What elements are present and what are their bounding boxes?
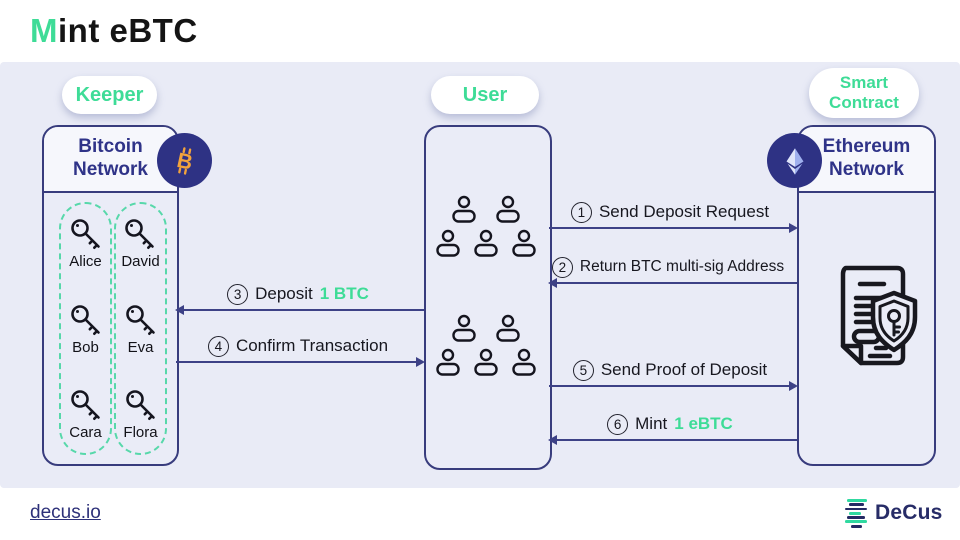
keeper-name: David <box>121 253 160 270</box>
step-number: 5 <box>572 359 594 381</box>
arrow-send-proof-of-deposit <box>549 381 798 391</box>
step-number: 1 <box>570 201 592 223</box>
arrow-confirm-transaction <box>176 357 425 367</box>
arrowhead-left-icon <box>548 278 557 288</box>
step-number: 2 <box>551 256 573 278</box>
step-number: 6 <box>607 413 629 435</box>
key-icon <box>68 302 104 338</box>
user-box <box>424 125 552 470</box>
brand-name: DeCus <box>875 501 943 525</box>
step-text: Deposit <box>255 284 313 303</box>
step-text: Confirm Transaction <box>235 336 389 355</box>
keeper-key-group-1: Alice Bob Cara <box>59 202 112 455</box>
decus-io-link[interactable]: decus.io <box>30 502 101 523</box>
arrowhead-right-icon <box>789 381 798 391</box>
decus-logo: DeCus <box>840 499 943 528</box>
person-icon <box>448 193 480 225</box>
keeper-name: Eva <box>127 338 154 356</box>
bitcoin-icon: B <box>157 133 212 188</box>
keeper-name: Flora <box>123 424 158 441</box>
arrow-mint-ebtc <box>548 435 797 445</box>
keeper-pill: Keeper <box>62 76 157 114</box>
arrow-label-6: 6 Mint 1 eBTC <box>535 411 805 437</box>
keeper-name: Alice <box>69 253 102 270</box>
keeper-david: David <box>121 216 160 270</box>
arrow-label-5: 5 Send Proof of Deposit <box>535 357 805 383</box>
step-highlight: 1 eBTC <box>674 414 733 433</box>
arrow-return-multisig-address <box>548 278 797 288</box>
smart-contract-pill-label: Smart Contract <box>829 72 899 112</box>
person-icon <box>508 227 540 259</box>
page-title: Mint eBTC <box>30 12 198 50</box>
diagram-panel: Keeper User Smart Contract Bitcoin Netwo… <box>0 62 960 488</box>
person-icon <box>470 227 502 259</box>
arrowhead-left-icon <box>175 305 184 315</box>
keeper-name: Bob <box>72 338 99 356</box>
person-icon <box>492 312 524 344</box>
page-title-rest: int eBTC <box>58 12 198 49</box>
decus-logo-icon <box>840 499 867 528</box>
keeper-flora: Flora <box>123 387 159 441</box>
key-icon <box>122 216 158 252</box>
bitcoin-symbol: B <box>174 148 194 175</box>
keeper-alice: Alice <box>68 216 104 270</box>
ethereum-icon <box>767 133 822 188</box>
user-group-1 <box>424 193 548 259</box>
keeper-cara: Cara <box>68 387 104 441</box>
ethereum-network-box: Ethereum Network <box>797 125 936 466</box>
keeper-eva: Eva <box>123 302 159 356</box>
person-icon <box>470 346 502 378</box>
keeper-name: Cara <box>69 424 102 441</box>
page-title-highlight: M <box>30 12 58 49</box>
arrowhead-left-icon <box>548 435 557 445</box>
keeper-key-group-2: David Eva Flora <box>114 202 167 455</box>
key-icon <box>68 216 104 252</box>
keeper-bob: Bob <box>68 302 104 356</box>
arrow-label-1: 1 Send Deposit Request <box>535 199 805 225</box>
contract-shield-key-icon <box>812 260 924 381</box>
user-pill-label: User <box>462 83 508 106</box>
person-icon <box>448 312 480 344</box>
step-text: Mint <box>635 414 668 433</box>
person-icon <box>432 346 464 378</box>
step-number: 4 <box>207 335 229 357</box>
smart-contract-pill: Smart Contract <box>809 68 919 118</box>
user-pill: User <box>431 76 539 114</box>
key-icon <box>123 302 159 338</box>
step-text: Send Deposit Request <box>598 202 770 221</box>
person-icon <box>508 346 540 378</box>
step-text: Send Proof of Deposit <box>600 360 768 379</box>
key-icon <box>68 387 104 423</box>
step-highlight: 1 BTC <box>319 284 369 303</box>
keeper-pill-label: Keeper <box>75 83 144 106</box>
arrow-send-deposit-request <box>549 223 798 233</box>
arrow-label-2: 2 Return BTC multi-sig Address <box>533 254 803 280</box>
arrowhead-right-icon <box>416 357 425 367</box>
step-number: 3 <box>227 283 249 305</box>
step-text: Return BTC multi-sig Address <box>579 258 785 275</box>
arrow-deposit-btc <box>175 305 424 315</box>
person-icon <box>432 227 464 259</box>
arrow-label-4: 4 Confirm Transaction <box>163 333 433 359</box>
arrow-label-3: 3 Deposit 1 BTC <box>163 281 433 307</box>
bitcoin-network-title: Bitcoin Network <box>44 127 177 193</box>
user-group-2 <box>424 312 548 378</box>
arrowhead-right-icon <box>789 223 798 233</box>
person-icon <box>492 193 524 225</box>
key-icon <box>123 387 159 423</box>
